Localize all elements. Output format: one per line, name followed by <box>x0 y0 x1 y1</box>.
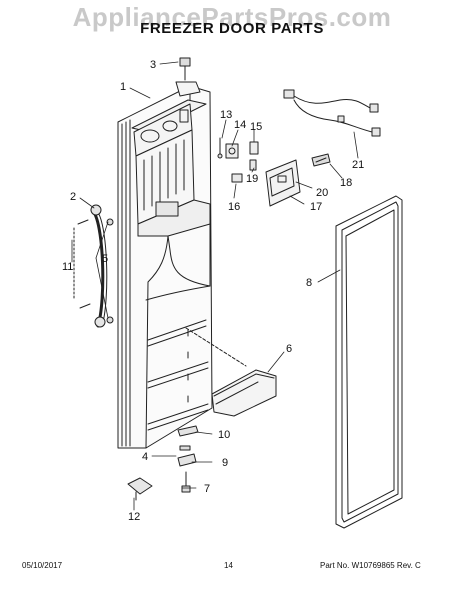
callout-15: 15 <box>250 121 262 133</box>
callout-6: 6 <box>286 343 292 355</box>
callout-20: 20 <box>316 187 328 199</box>
callout-16: 16 <box>228 201 240 213</box>
callout-11: 11 <box>62 261 73 273</box>
callout-19: 19 <box>246 173 258 185</box>
bottom-hinge-parts <box>127 425 199 501</box>
callout-13: 13 <box>220 109 232 121</box>
control-module <box>265 159 301 207</box>
callout-4: 4 <box>142 451 148 463</box>
callout-21: 21 <box>352 159 364 171</box>
freezer-door-assembly <box>117 85 213 449</box>
callout-10: 10 <box>218 429 230 441</box>
diagram-title: FREEZER DOOR PARTS <box>140 20 324 37</box>
door-gasket <box>335 195 403 529</box>
footer-page-number: 14 <box>224 561 233 570</box>
callout-12: 12 <box>128 511 140 523</box>
footer-part-number: Part No. W10769865 Rev. C <box>320 561 421 570</box>
dispenser-switch <box>311 153 331 167</box>
callout-5: 5 <box>102 253 108 265</box>
footer-date: 05/10/2017 <box>22 561 63 570</box>
door-handle <box>73 204 114 328</box>
callout-3: 3 <box>150 59 156 71</box>
callout-8: 8 <box>306 277 312 289</box>
callout-2: 2 <box>70 191 76 203</box>
callout-1: 1 <box>120 81 126 93</box>
hinge-bushing <box>175 57 201 97</box>
door-bin <box>185 327 277 417</box>
watermark: AppliancePartsPros.com <box>72 2 392 32</box>
callout-18: 18 <box>340 177 352 189</box>
callout-7: 7 <box>204 483 210 495</box>
wire-harness <box>283 89 381 137</box>
callout-labels: 1 2 3 4 5 6 7 8 9 10 11 12 13 14 15 16 1… <box>62 59 364 523</box>
callout-14: 14 <box>234 119 246 131</box>
callout-leaders <box>71 61 359 511</box>
callout-17: 17 <box>310 201 322 213</box>
callout-9: 9 <box>222 457 228 469</box>
dispenser-small-parts <box>217 137 259 183</box>
